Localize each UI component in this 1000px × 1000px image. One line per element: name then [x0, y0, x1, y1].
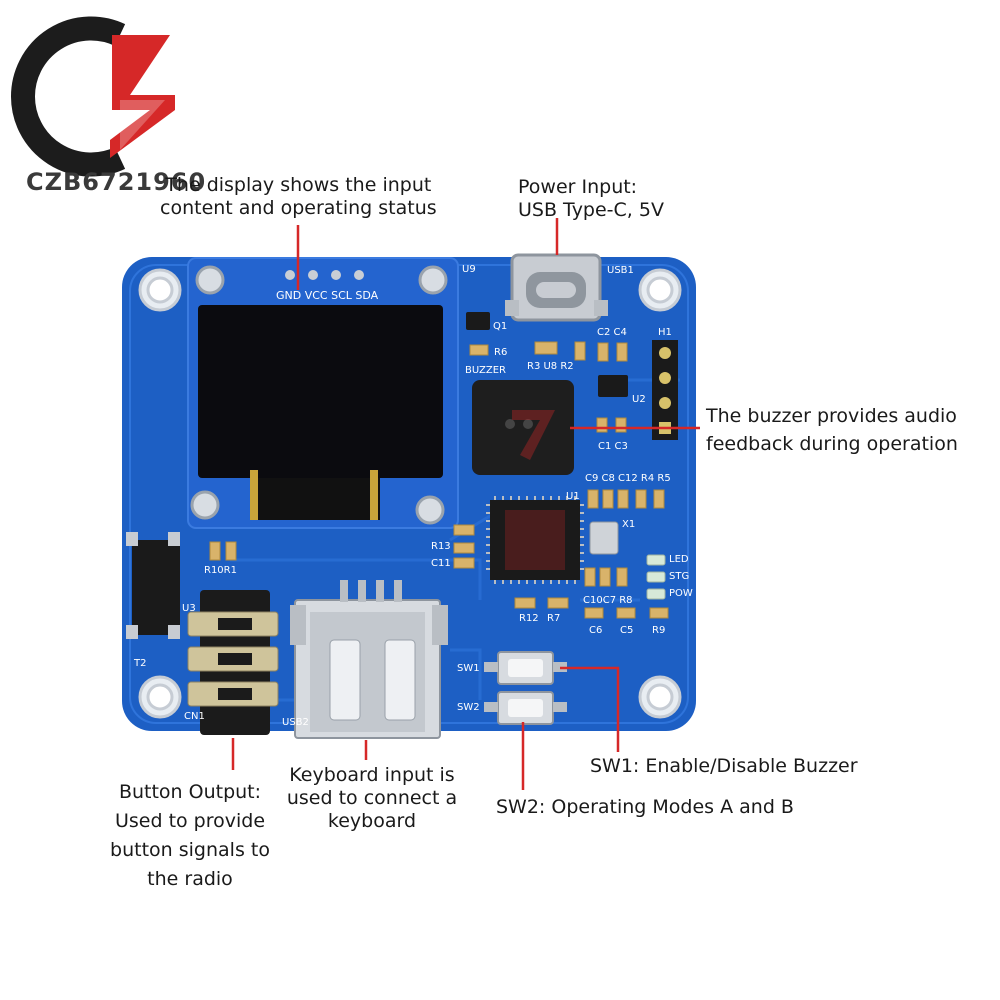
silk-t2: T2: [134, 658, 147, 669]
silk-c9c8c12: C9 C8 C12 R4 R5: [585, 473, 671, 484]
display-callout: The display shows the input content and …: [160, 174, 437, 220]
crystal: [589, 521, 619, 555]
silk-c10c7r8: C10C7 R8: [583, 595, 633, 606]
status-leds: [646, 554, 666, 600]
button-output-line4: the radio: [147, 868, 233, 890]
buzzer-callout-line1: The buzzer provides audio: [706, 405, 957, 427]
keyboard-callout: Keyboard input is used to connect a keyb…: [284, 764, 460, 833]
silk-r7: R7: [547, 613, 561, 624]
silk-oled-pins: GND VCC SCL SDA: [276, 289, 379, 302]
sw1-callout: SW1: Enable/Disable Buzzer: [590, 755, 858, 777]
power-callout-line1: Power Input:: [518, 176, 638, 198]
usb-c-connector: [505, 253, 608, 322]
button-output-line3: button signals to: [110, 839, 270, 861]
silk-buzzer: BUZZER: [465, 365, 506, 376]
buzzer-callout: The buzzer provides audio feedback durin…: [706, 402, 958, 458]
buzzer: [472, 380, 574, 475]
silk-u3: U3: [182, 603, 196, 614]
silk-sw2: SW2: [457, 702, 480, 713]
usb-a-connector: [290, 580, 448, 739]
silk-r13: R13: [431, 541, 451, 552]
silk-c1c3: C1 C3: [598, 441, 628, 452]
button-output-line2: Used to provide: [114, 810, 266, 832]
optocoupler: [126, 532, 180, 639]
button-output-line1: Button Output:: [118, 781, 262, 803]
silk-r6: R6: [494, 347, 508, 358]
silk-r9: R9: [652, 625, 666, 636]
mount-hole: [138, 268, 682, 719]
keyboard-callout-line1: Keyboard input is: [289, 764, 455, 786]
brand-logo: [11, 16, 175, 177]
silk-x1: X1: [622, 519, 636, 530]
oled-display: [187, 257, 459, 529]
display-callout-line2: content and operating status: [160, 197, 437, 219]
silk-stg: STG: [669, 571, 690, 582]
silk-h1: H1: [658, 327, 672, 338]
silk-pow: POW: [669, 588, 693, 599]
power-callout-line2: USB Type-C, 5V: [518, 199, 664, 221]
silk-usb2: USB2: [282, 717, 309, 728]
sw2-callout: SW2: Operating Modes A and B: [496, 796, 794, 818]
silk-sw1: SW1: [457, 663, 480, 674]
display-callout-line1: The display shows the input: [165, 174, 432, 196]
keyboard-callout-line3: keyboard: [327, 810, 417, 832]
silk-r12: R12: [519, 613, 539, 624]
silk-r10r1: R10R1: [204, 565, 237, 576]
silk-usb1: USB1: [607, 265, 634, 276]
silk-c11: C11: [431, 558, 451, 569]
audio-jack: [187, 590, 279, 735]
silk-cn1: CN1: [184, 711, 205, 722]
silk-led: LED: [669, 554, 689, 565]
silk-c6: C6: [589, 625, 603, 636]
button-output-callout: Button Output: Used to provide button si…: [106, 778, 274, 894]
silk-c5: C5: [620, 625, 634, 636]
keyboard-callout-line2: used to connect a: [286, 787, 458, 809]
power-callout: Power Input: USB Type-C, 5V: [518, 176, 664, 222]
pin-header-h1: [652, 340, 678, 440]
brand-watermark: CZB6721960: [26, 168, 207, 196]
silk-u9: U9: [462, 264, 476, 275]
buzzer-callout-line2: feedback during operation: [706, 433, 958, 455]
mcu-chip: [486, 496, 584, 584]
silk-q1: Q1: [493, 321, 508, 332]
silk-c2c4: C2 C4: [597, 327, 627, 338]
silk-r3u8r2: R3 U8 R2: [527, 361, 574, 372]
silk-u1: U1: [566, 491, 580, 502]
silk-u2: U2: [632, 394, 646, 405]
